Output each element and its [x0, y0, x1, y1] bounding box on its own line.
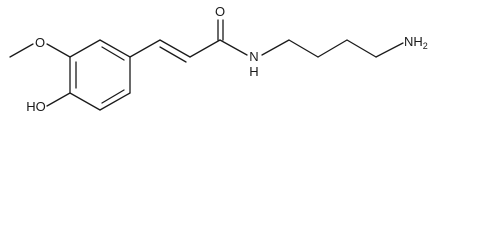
chain-bond-3: [317, 39, 348, 58]
amine-label: NH2: [404, 34, 428, 51]
methoxy-oxygen-label: O: [35, 35, 45, 50]
ring-double-bond-2: [101, 89, 125, 104]
hydroxyl-bond: [46, 92, 71, 107]
chain-bond-2: [288, 39, 319, 58]
chain-bond-4: [346, 39, 377, 58]
chain-bond-1: [261, 39, 290, 56]
ring-double-bond-1: [101, 46, 125, 61]
amine-nh-label: NH: [404, 34, 423, 49]
amine-bond: [375, 42, 404, 58]
molecule-diagram: O N H NH2 O HO: [9, 4, 428, 114]
hydroxyl-label: HO: [26, 99, 46, 114]
alkene-double-bond: [159, 46, 187, 63]
amide-nitrogen-label: N: [249, 49, 258, 64]
atom-labels: O N H NH2 O HO: [26, 4, 428, 114]
carbonyl-oxygen-label: O: [215, 4, 225, 19]
bond-layer: [9, 19, 404, 111]
ring-bond-4: [69, 92, 101, 111]
methoxy-bond: [46, 43, 71, 58]
ring-bond-3: [99, 92, 131, 111]
amide-bond: [219, 39, 248, 56]
methyl-bond: [9, 43, 34, 58]
vinyl-bond: [129, 39, 161, 58]
alkene-bond: [159, 39, 191, 58]
ring-bond-6: [69, 39, 101, 58]
acyl-bond: [189, 39, 221, 58]
amine-subscript-label: 2: [423, 41, 428, 51]
ring-bond-1: [99, 39, 131, 58]
amide-hydrogen-label: H: [249, 64, 258, 79]
